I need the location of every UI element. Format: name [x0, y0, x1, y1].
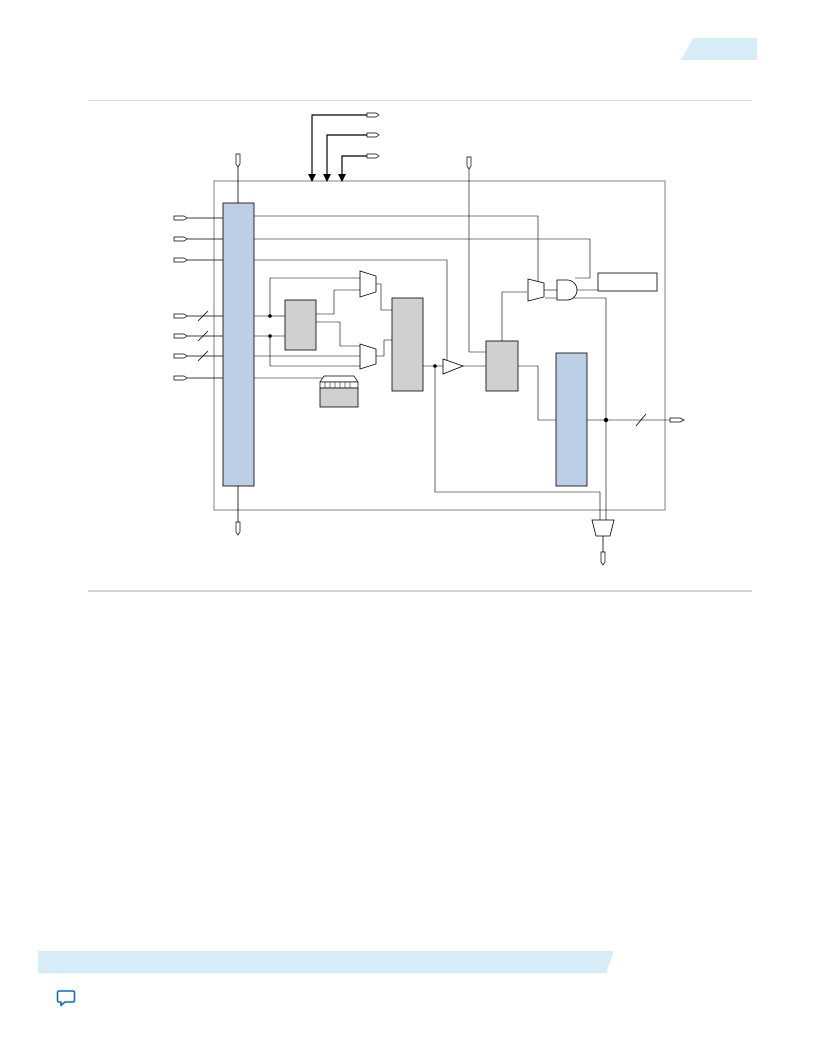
mux-bottom-output: [591, 519, 615, 537]
register-block-c: [485, 340, 519, 392]
output-block: [555, 352, 588, 487]
delay-chain-block: [319, 375, 359, 408]
footer-band: [38, 951, 614, 973]
register-block-a: [284, 299, 317, 351]
mux-upper: [359, 270, 377, 298]
buffer-triangle: [442, 358, 465, 375]
interface-block: [222, 202, 255, 487]
left-input-pins: [173, 215, 188, 381]
mux-right: [527, 278, 545, 302]
register-block-b: [391, 297, 424, 392]
figure-top-rule: [88, 100, 752, 101]
bus-slash: [635, 413, 647, 427]
diagram-frame: [213, 180, 666, 511]
figure-bottom-rule: [88, 590, 752, 592]
left-column-pins: [235, 153, 606, 566]
and-gate: [556, 279, 578, 301]
page-header-tab: [681, 38, 757, 60]
routing-wires: [254, 169, 670, 520]
feedback-icon[interactable]: [56, 988, 76, 1008]
junctions: [268, 314, 609, 423]
top-pin-symbols: [366, 112, 380, 159]
mux-lower: [359, 343, 377, 370]
left-input-wires: [187, 217, 223, 379]
output-pin: [669, 417, 685, 423]
top-control-inputs: [308, 114, 367, 182]
control-register-box: [597, 272, 658, 292]
